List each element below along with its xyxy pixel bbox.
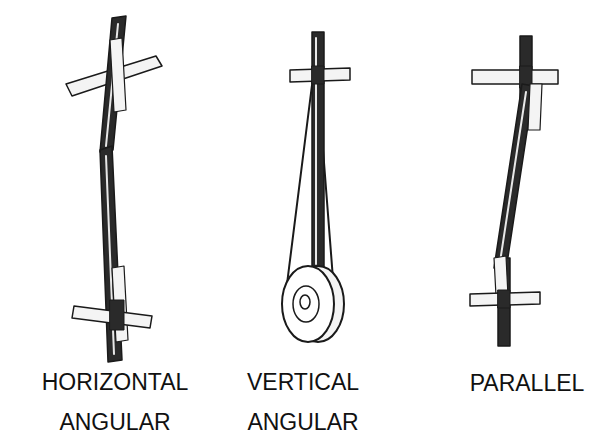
alignment-label: PARALLEL bbox=[462, 363, 592, 403]
alignment-label: VERTICAL ANGULAR bbox=[218, 362, 388, 442]
vertical-angular-shaft bbox=[282, 32, 350, 342]
parallel-shafts bbox=[470, 36, 558, 346]
alignment-label: HORIZONTAL ANGULAR bbox=[20, 362, 210, 442]
horizontal-angular-shafts bbox=[66, 16, 162, 362]
